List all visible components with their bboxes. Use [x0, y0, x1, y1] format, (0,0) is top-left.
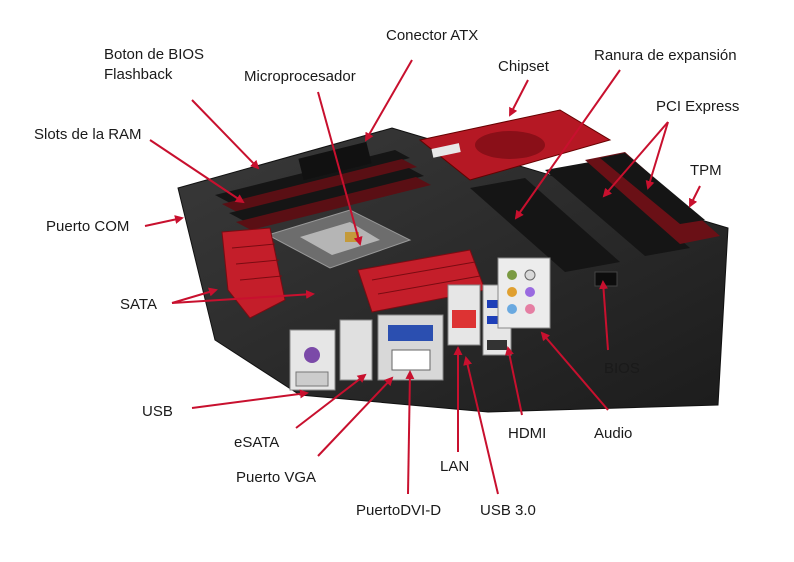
arrow-expansion — [514, 69, 621, 220]
label-usb3: USB 3.0 — [480, 502, 536, 519]
label-lan: LAN — [440, 458, 470, 475]
vrm-heatsink-left — [221, 227, 286, 319]
label-dvi: PuertoDVI-D — [356, 502, 442, 519]
arrow-bios — [599, 280, 609, 351]
label-sata: SATA — [120, 296, 157, 313]
label-bios: BIOS — [604, 360, 640, 377]
label-hdmi: HDMI — [508, 425, 547, 442]
callout-arrows — [144, 59, 701, 495]
label-ram: Slots de la RAM — [34, 126, 142, 143]
arrow-sata-2 — [171, 289, 315, 304]
arrow-vga — [317, 376, 394, 457]
arrow-usb — [191, 389, 309, 409]
label-chipset: Chipset — [498, 58, 549, 75]
arrow-atx — [365, 59, 413, 142]
label-tpm: TPM — [690, 162, 722, 179]
label-esata: eSATA — [234, 434, 280, 451]
label-audio: Audio — [594, 425, 633, 442]
io-panel — [289, 257, 551, 391]
arrow-ram — [149, 139, 245, 204]
bios-chip — [594, 271, 618, 287]
label-vga: Puerto VGA — [236, 469, 317, 486]
label-com: Puerto COM — [46, 218, 130, 235]
arrow-sata-1 — [171, 287, 218, 304]
label-bios-flashback-2: Flashback — [104, 66, 173, 83]
arrow-chipset — [509, 79, 529, 117]
arrow-bios-flashback — [191, 99, 260, 170]
label-bios-flashback-1: Boton de BIOS — [104, 46, 205, 63]
arrow-pcie-2 — [645, 121, 669, 190]
cpu-socket — [266, 209, 412, 269]
arrow-usb3 — [463, 356, 499, 495]
arrow-audio — [540, 331, 609, 411]
label-atx: Conector ATX — [386, 27, 479, 44]
arrow-esata — [295, 373, 367, 429]
arrow-com — [144, 215, 184, 227]
label-expansion: Ranura de expansión — [594, 47, 737, 64]
label-pcie: PCI Express — [656, 98, 740, 115]
arrow-tpm — [689, 185, 701, 208]
chipset-heatsink — [418, 109, 612, 181]
label-cpu: Microprocesador — [244, 68, 356, 85]
label-usb: USB — [142, 403, 173, 420]
arrow-pcie-1 — [602, 121, 669, 198]
arrow-hdmi — [505, 346, 523, 416]
arrow-dvi — [405, 370, 415, 495]
arrow-cpu — [317, 91, 363, 246]
atx-connector-shape — [298, 141, 372, 181]
